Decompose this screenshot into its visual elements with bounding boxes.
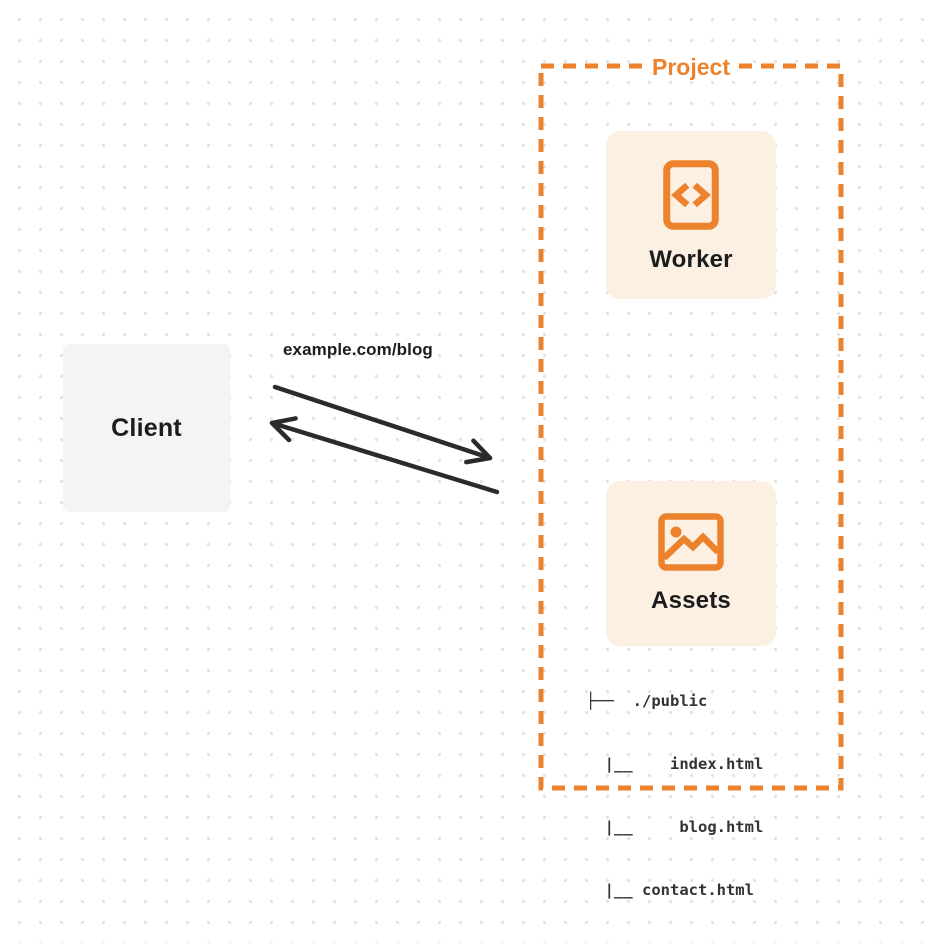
- request-url-label: example.com/blog: [283, 340, 433, 359]
- project-container: Project Worker Assets ├── ./public |__ i…: [538, 54, 844, 899]
- assets-label: Assets: [651, 586, 731, 614]
- request-arrow-head: [464, 438, 493, 465]
- file-tree-line: |__ contact.html: [586, 881, 754, 899]
- request-response-arrows: [269, 384, 500, 495]
- client-label: Client: [111, 413, 182, 442]
- project-label: Project: [643, 54, 739, 80]
- file-tree-line: ├── ./public: [586, 692, 708, 710]
- response-arrow-line: [269, 420, 500, 495]
- project-dashed-border: [538, 63, 844, 791]
- response-arrow-head: [269, 416, 298, 443]
- image-icon: [658, 512, 724, 571]
- request-arrow-line: [272, 384, 493, 461]
- client-node: Client: [63, 344, 230, 512]
- file-tree-line: |__ index.html: [586, 755, 764, 773]
- code-icon: [663, 160, 719, 230]
- worker-node: Worker: [606, 131, 776, 299]
- file-tree-line: |__ blog.html: [586, 818, 764, 836]
- file-tree: ├── ./public |__ index.html |__ blog.htm…: [586, 649, 763, 943]
- assets-node: Assets: [606, 481, 776, 646]
- worker-label: Worker: [649, 246, 733, 273]
